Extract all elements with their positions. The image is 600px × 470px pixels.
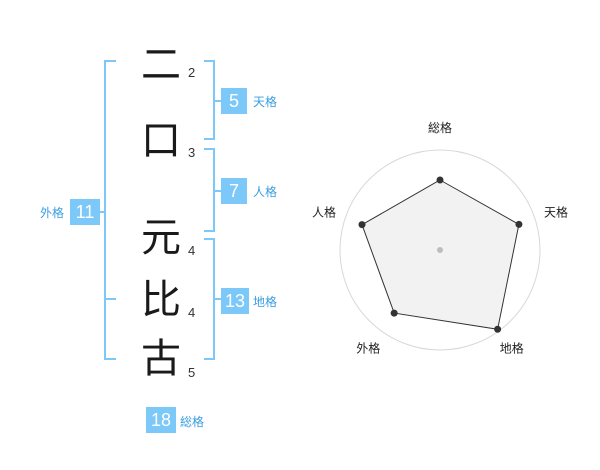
- radar-point: [436, 176, 444, 184]
- stroke-count-4: 4: [188, 305, 196, 320]
- chikaku-label: 地格: [253, 295, 278, 309]
- jinkaku-label: 人格: [253, 185, 278, 199]
- name-char-1: 二: [141, 42, 181, 88]
- gaikaku-value-badge: 11: [70, 199, 100, 225]
- radar-axis-label: 天格: [544, 204, 568, 219]
- radar-axis-label: 人格: [312, 204, 336, 219]
- gaikaku-bracket-divider: [104, 298, 116, 300]
- stroke-count-3: 4: [188, 243, 196, 258]
- radar-value-polygon: [361, 179, 520, 330]
- radar-center-dot: [437, 247, 443, 253]
- radar-point: [515, 220, 523, 228]
- radar-axis-label: 地格: [500, 341, 524, 356]
- tenkaku-value-badge: 5: [221, 88, 247, 114]
- radar-points: [358, 176, 523, 333]
- jinkaku-value-badge: 7: [221, 178, 247, 204]
- radar-axis-label: 総格: [428, 120, 452, 135]
- name-char-5: 古: [141, 336, 181, 382]
- radar-point: [390, 309, 398, 317]
- radar-point: [494, 325, 502, 333]
- stroke-count-1: 2: [188, 65, 196, 80]
- soukaku-label: 総格: [180, 415, 205, 429]
- chikaku-bracket-pointer: [213, 298, 222, 300]
- name-char-2: 口: [141, 118, 181, 164]
- radar-axis-label: 外格: [356, 341, 380, 356]
- soukaku-value-badge: 18: [146, 407, 176, 433]
- radar-rings: [339, 149, 541, 351]
- radar-point: [358, 221, 366, 229]
- jinkaku-bracket-pointer: [213, 190, 222, 192]
- name-char-4: 比: [141, 277, 181, 323]
- tenkaku-bracket-pointer: [213, 100, 222, 102]
- chikaku-value-badge: 13: [221, 288, 249, 314]
- name-char-3: 元: [141, 215, 181, 261]
- gaikaku-bracket-pointer: [98, 211, 106, 213]
- stroke-count-5: 5: [188, 365, 196, 380]
- gaikaku-bracket: [104, 60, 116, 360]
- gaikaku-label: 外格: [40, 206, 65, 220]
- tenkaku-label: 天格: [253, 95, 278, 109]
- stroke-count-2: 3: [188, 145, 196, 160]
